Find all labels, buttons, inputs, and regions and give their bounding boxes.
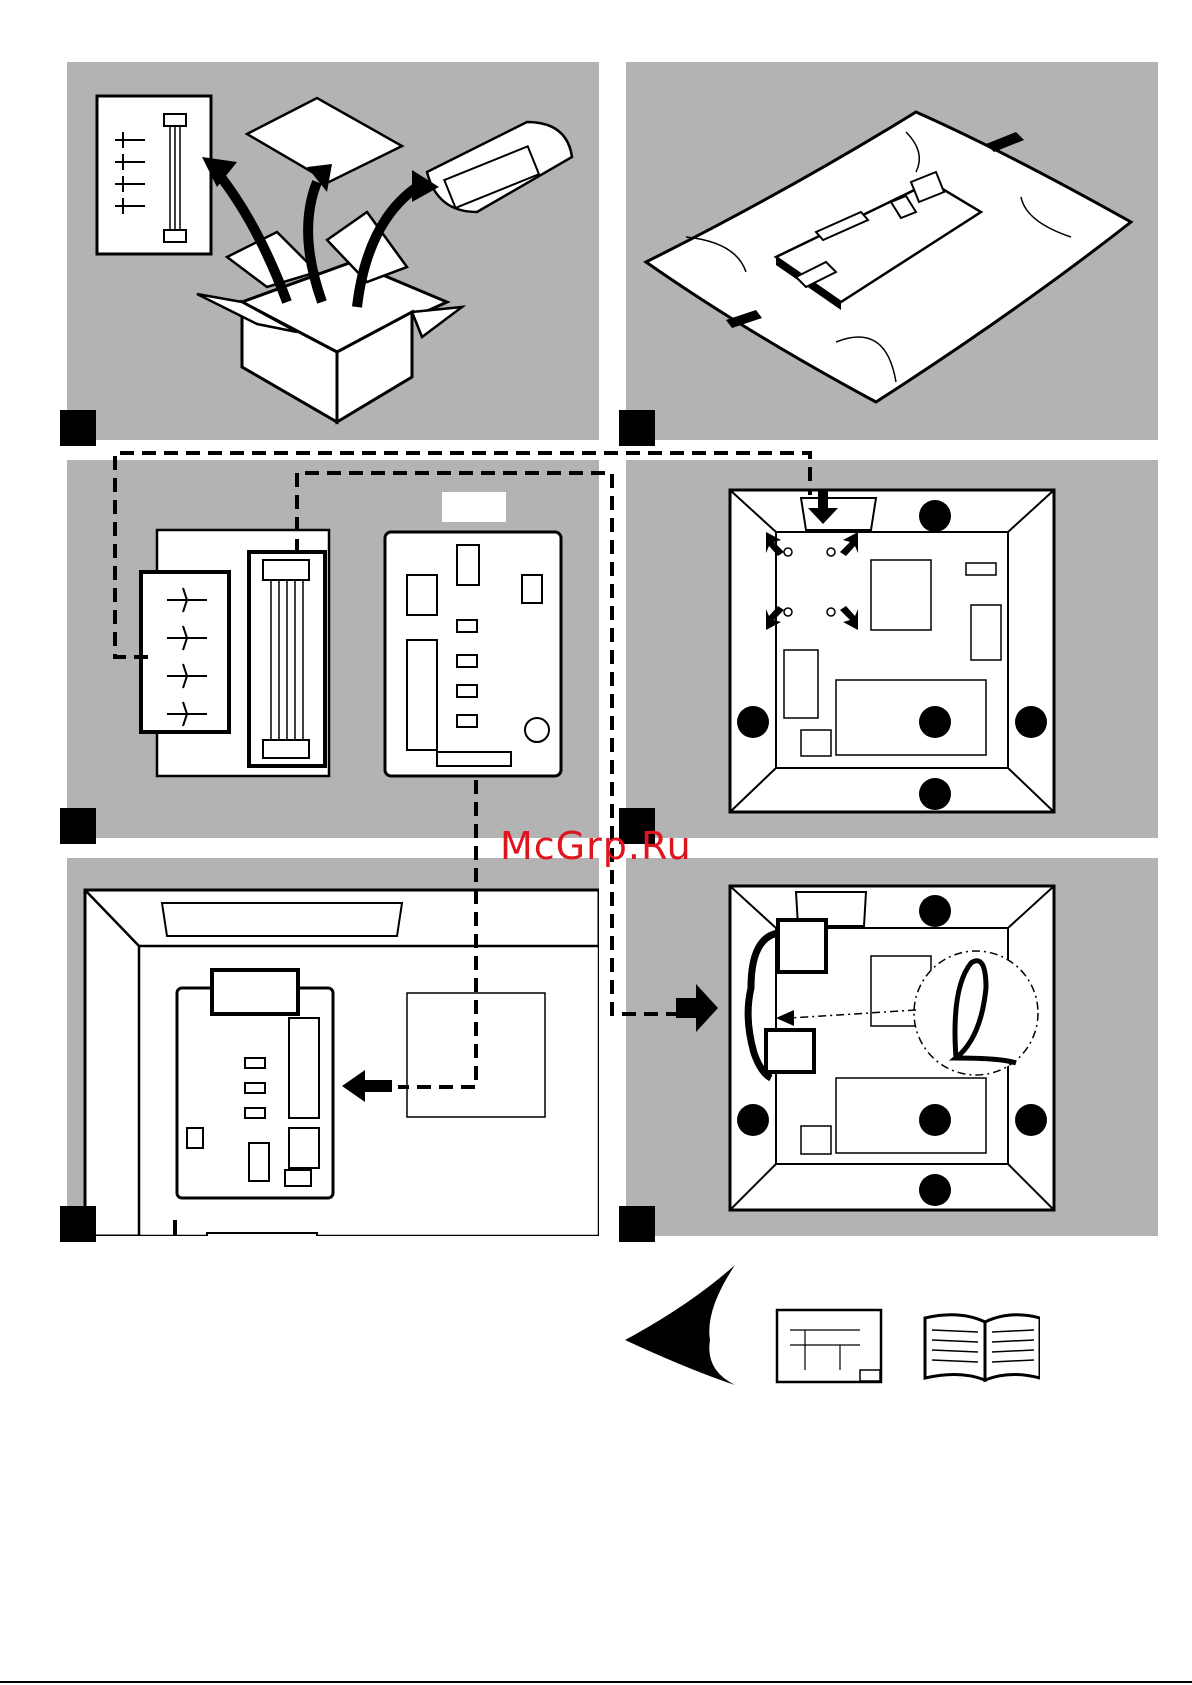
eye-icon [625, 1265, 735, 1385]
manual-book-icon [925, 1315, 1040, 1380]
wiring-diagram-icon [777, 1310, 881, 1382]
legend-icons [620, 1260, 1040, 1390]
bottom-rule [0, 1681, 1192, 1683]
watermark: McGrp.Ru [500, 824, 692, 868]
